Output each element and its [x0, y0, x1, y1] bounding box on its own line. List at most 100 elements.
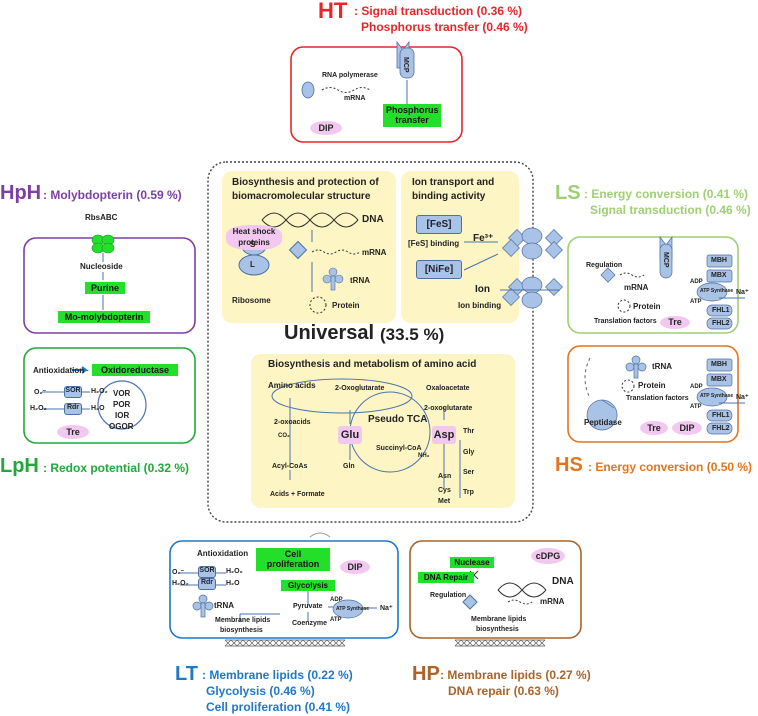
hph-rbsabc: RbsABC — [85, 213, 118, 222]
hph-line1: : Molybdopterin (0.59 %) — [43, 188, 182, 202]
lph-ogor: OGOR — [109, 422, 134, 431]
aa-met: Met — [438, 498, 451, 505]
ion-title-2: binding activity — [412, 191, 486, 202]
ht-phosphorus-transfer: Phosphorus transfer — [383, 104, 441, 127]
hp-code: HP — [412, 663, 440, 685]
ls-protein: Protein — [633, 302, 661, 311]
hp-dna: DNA — [552, 576, 574, 587]
lt-synthase: ATP Synthase — [336, 606, 370, 612]
lph-h2o: H₂O — [91, 405, 105, 412]
lt-na: Na⁺ — [380, 605, 393, 612]
ribosome-l: L — [250, 260, 255, 269]
ribosome-s: S — [250, 240, 256, 249]
bio-heat-shock: Heat shock proteins — [226, 225, 282, 250]
lph-vor: VOR — [113, 389, 131, 398]
aa-gln: Gln — [343, 463, 355, 470]
aa-amino-acids: Amino acids — [268, 381, 316, 390]
hp-dna-repair: DNA Repair — [418, 572, 474, 584]
lph-h2o2-b: H₂O₂ — [30, 405, 47, 412]
lt-code: LT — [175, 663, 198, 685]
aa-acyl: Acyl-CoAs — [272, 463, 308, 470]
aa-asn: Asn — [438, 473, 452, 480]
universal-title: Universal — [284, 322, 375, 344]
hp-line1: : Membrane lipids (0.27 %) — [440, 668, 591, 682]
bio-ribosome: Ribosome — [232, 296, 271, 305]
ls-line1: : Energy conversion (0.41 %) — [584, 187, 749, 201]
lt-o2: O₂⁻ — [172, 569, 185, 576]
aa-oxoglutarate-b: 2-oxoglutarate — [424, 405, 473, 412]
aa-oxoglutarate: 2-Oxoglutarate — [335, 385, 385, 392]
hs-peptidase: Peptidase — [584, 418, 622, 427]
hs-na: Na⁺ — [736, 394, 749, 401]
lt-membrane-1: Membrane lipids — [215, 617, 271, 624]
ion-fes: [FeS] — [416, 215, 462, 234]
lt-line1: : Membrane lipids (0.22 %) — [202, 668, 353, 682]
hs-trna: tRNA — [652, 362, 672, 371]
bio-dna: DNA — [362, 214, 384, 225]
lt-cell-proliferation: Cell proliferation — [256, 548, 330, 571]
ion-binding: Ion binding — [458, 301, 502, 310]
lt-coenzyme: Coenzyme — [292, 620, 328, 627]
hs-mbh: MBH — [711, 361, 727, 368]
hs-translation: Translation factors — [626, 395, 689, 402]
hs-code: HS — [555, 454, 583, 476]
hp-cdpg-badge: cDPG — [531, 548, 565, 564]
lt-line2: Glycolysis (0.46 %) — [206, 684, 315, 698]
ion-title-1: Ion transport and — [412, 177, 495, 188]
ls-na: Na⁺ — [736, 289, 749, 296]
ls-regulation: Regulation — [586, 262, 623, 269]
lph-antioxidation: Antioxidation — [33, 366, 85, 375]
ht-line1: : Signal transduction (0.36 %) — [354, 4, 523, 18]
ls-fhl1: FHL1 — [712, 307, 730, 314]
bio-title-2: biomacromolecular structure — [232, 191, 371, 202]
ht-code: HT — [318, 0, 348, 23]
lph-h2o2-a: H₂O₂ — [91, 388, 108, 395]
lt-trna: tRNA — [214, 601, 234, 610]
ls-line2: Signal transduction (0.46 %) — [590, 203, 751, 217]
ls-adp: ADP — [690, 279, 703, 285]
ion-fe: Fe³⁺ — [473, 233, 494, 244]
hp-nuclease: Nuclease — [450, 557, 494, 569]
aa-oxaloacetate: Oxaloacetate — [426, 385, 470, 392]
lt-rdr: Rdr — [198, 578, 216, 590]
hph-mo-molybdopterin: Mo-molybdopterin — [58, 311, 150, 324]
lt-antioxidation: Antioxidation — [197, 549, 249, 558]
hs-mbx: MBX — [711, 376, 727, 383]
hs-fhl2: FHL2 — [712, 425, 730, 432]
aa-ser: Ser — [463, 469, 475, 476]
lph-oxidoreductase: Oxidoreductase — [92, 364, 178, 377]
ht-rna-polymerase: RNA polymerase — [322, 72, 378, 79]
hp-membrane-1: Membrane lipids — [471, 616, 527, 623]
lt-h2o2-b: H₂O₂ — [172, 580, 189, 587]
lt-glycolysis: Glycolysis — [281, 580, 335, 592]
hph-purine: Purine — [85, 282, 125, 295]
lt-adp: ADP — [330, 597, 343, 603]
hs-line1: : Energy conversion (0.50 %) — [588, 460, 753, 474]
ion-fes-binding: [FeS] binding — [408, 239, 460, 248]
ls-mcp: MCP — [662, 252, 669, 268]
bio-title-1: Biosynthesis and protection of — [232, 177, 379, 188]
lt-membrane-2: biosynthesis — [220, 627, 263, 634]
ls-mbh: MBH — [711, 257, 727, 264]
aa-trp: Trp — [463, 489, 474, 496]
aa-succinyl: Succinyl-CoA — [376, 445, 422, 452]
hp-regulation: Regulation — [430, 592, 467, 599]
ls-atp: ATP — [690, 299, 702, 305]
hs-adp: ADP — [690, 384, 703, 390]
bio-mrna: mRNA — [362, 248, 387, 257]
ls-mbx: MBX — [711, 272, 727, 279]
aa-asp: Asp — [432, 426, 456, 444]
aa-pseudo-tca: Pseudo TCA — [368, 414, 428, 425]
lt-line3: Cell proliferation (0.41 %) — [206, 700, 351, 714]
lph-sor: SOR — [64, 386, 82, 398]
lt-h2o2-a: H₂O₂ — [226, 568, 243, 575]
aa-oxoacids: 2-oxoacids — [274, 419, 311, 426]
heat-shock-l2: proteins — [238, 238, 270, 247]
lph-rdr: Rdr — [64, 403, 82, 415]
aa-acids-formate: Acids + Formate — [270, 491, 325, 498]
aa-nh3: NH₃ — [418, 453, 430, 459]
hs-tre-badge: Tre — [640, 421, 668, 435]
hph-code: HpH — [0, 182, 42, 204]
ls-fhl2: FHL2 — [712, 320, 730, 327]
